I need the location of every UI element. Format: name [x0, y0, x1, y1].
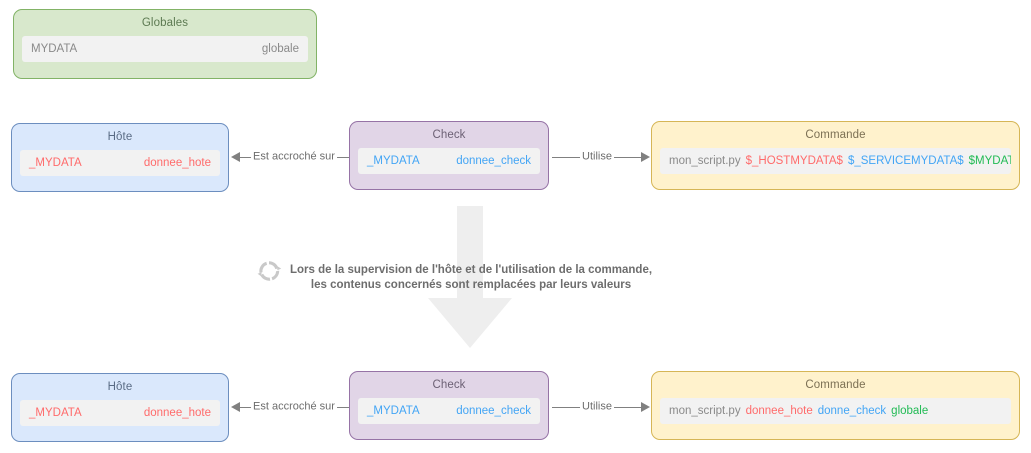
bottom-command-segment-0: mon_script.py — [669, 405, 741, 417]
bottom-command-box[interactable]: Commande mon_script.py donnee_hote donne… — [651, 371, 1020, 440]
globales-value: globale — [261, 43, 299, 55]
bottom-connector-check-command-arrowhead — [641, 402, 650, 412]
top-command-segment-1: $_HOSTMYDATA$ — [745, 155, 843, 167]
globales-row[interactable]: MYDATA globale — [22, 36, 308, 62]
bottom-host-row[interactable]: _MYDATA donnee_hote — [20, 400, 220, 426]
globales-key: MYDATA — [31, 43, 78, 55]
top-connector-host-check-label: Est accroché sur — [251, 150, 337, 164]
bottom-command-row[interactable]: mon_script.py donnee_hote donne_check gl… — [660, 398, 1011, 424]
bottom-command-segment-3: globale — [891, 405, 929, 417]
bottom-check-value: donnee_check — [456, 405, 531, 417]
bottom-host-value: donnee_hote — [143, 407, 211, 419]
bottom-host-title: Hôte — [107, 381, 133, 393]
top-command-segment-2: $_SERVICEMYDATA$ — [847, 155, 964, 167]
top-host-row[interactable]: _MYDATA donnee_hote — [20, 150, 220, 176]
bottom-check-key: _MYDATA — [367, 405, 420, 417]
bottom-check-title: Check — [432, 379, 466, 391]
top-command-segment-3: $MYDATA$ — [968, 155, 1011, 167]
refresh-circle-icon — [257, 261, 282, 281]
top-connector-check-command-label: Utilise — [580, 150, 614, 164]
note-text-block: Lors de la supervision de l'hôte et de l… — [290, 263, 652, 293]
top-host-box[interactable]: Hôte _MYDATA donnee_hote — [11, 123, 229, 192]
bottom-check-row[interactable]: _MYDATA donnee_check — [358, 398, 540, 424]
note-line-2: les contenus concernés sont remplacées p… — [310, 279, 632, 291]
big-down-arrow-icon — [428, 206, 512, 348]
top-check-row[interactable]: _MYDATA donnee_check — [358, 148, 540, 174]
top-check-value: donnee_check — [456, 155, 531, 167]
top-connector-check-command-arrowhead — [641, 152, 650, 162]
top-host-key: _MYDATA — [29, 157, 82, 169]
globales-title: Globales — [141, 17, 189, 29]
bottom-command-segment-2: donne_check — [817, 405, 887, 417]
top-connector-host-check-arrowhead — [231, 152, 240, 162]
bottom-host-key: _MYDATA — [29, 407, 82, 419]
bottom-connector-host-check-arrowhead — [231, 402, 240, 412]
bottom-connector-host-check-label: Est accroché sur — [251, 400, 337, 414]
bottom-command-segment-1: donnee_hote — [745, 405, 813, 417]
bottom-host-box[interactable]: Hôte _MYDATA donnee_hote — [11, 373, 229, 442]
top-check-title: Check — [432, 129, 466, 141]
top-check-box[interactable]: Check _MYDATA donnee_check — [349, 121, 549, 190]
top-command-row[interactable]: mon_script.py $_HOSTMYDATA$ $_SERVICEMYD… — [660, 148, 1011, 174]
top-host-value: donnee_hote — [143, 157, 211, 169]
top-check-key: _MYDATA — [367, 155, 420, 167]
top-command-box[interactable]: Commande mon_script.py $_HOSTMYDATA$ $_S… — [651, 121, 1020, 190]
bottom-connector-check-command-label: Utilise — [580, 400, 614, 414]
top-command-segment-0: mon_script.py — [669, 155, 741, 167]
top-command-title: Commande — [805, 129, 866, 141]
top-host-title: Hôte — [107, 131, 133, 143]
note-line-1: Lors de la supervision de l'hôte et de l… — [290, 264, 653, 276]
bottom-check-box[interactable]: Check _MYDATA donnee_check — [349, 371, 549, 440]
globales-box[interactable]: Globales MYDATA globale — [13, 9, 317, 79]
bottom-command-title: Commande — [805, 379, 866, 391]
